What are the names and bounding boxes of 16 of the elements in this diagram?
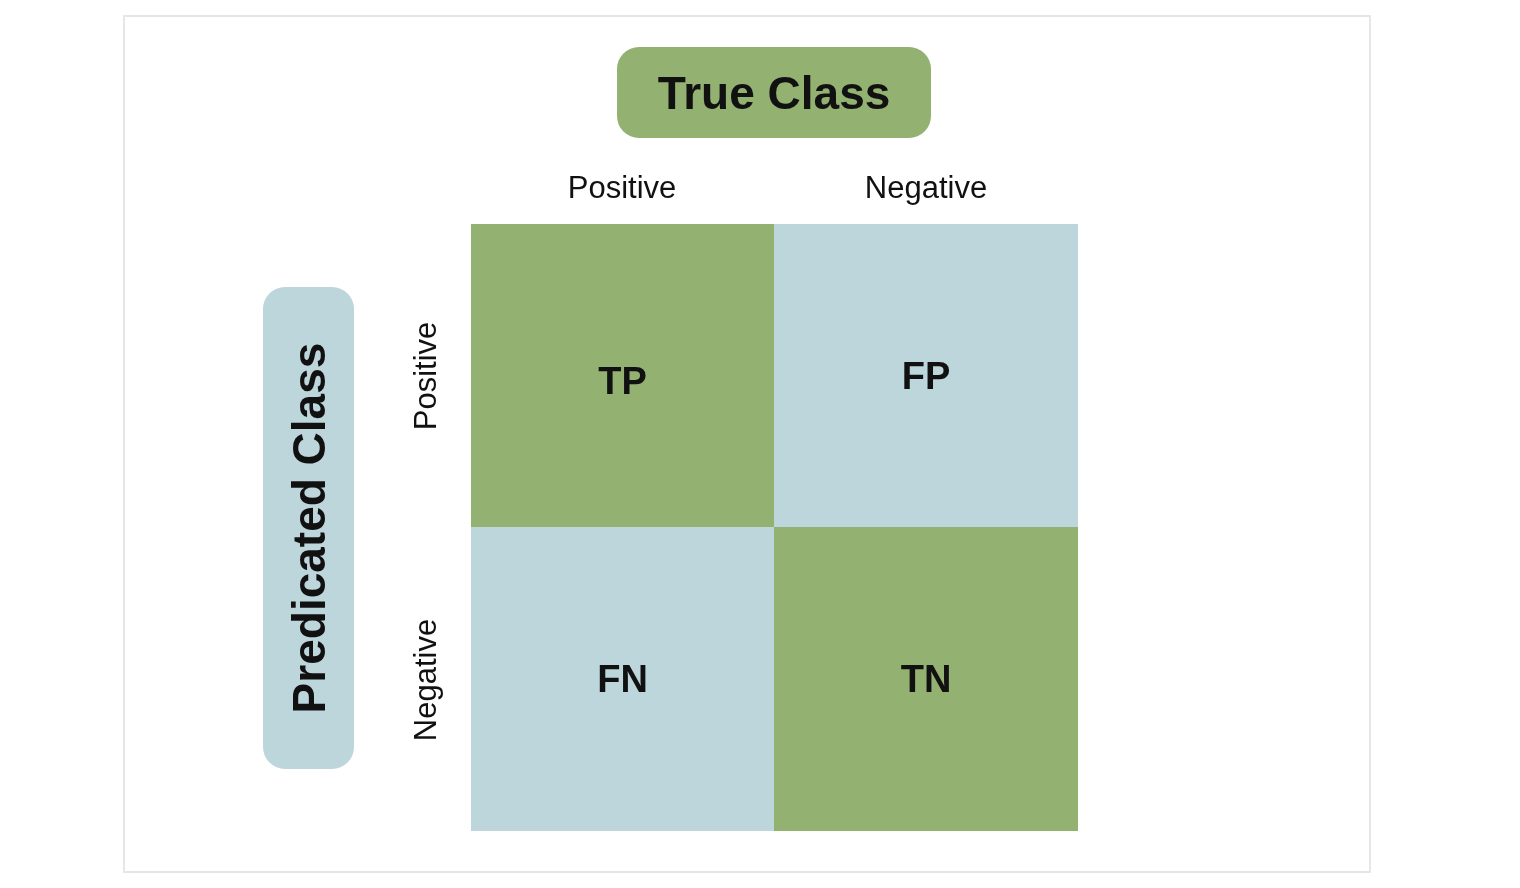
axis-label: Negative	[864, 171, 988, 203]
matrix-cell	[774, 527, 1078, 831]
axis-label: Positive	[409, 321, 441, 431]
matrix-cell	[774, 224, 1078, 527]
cell-label: TP	[598, 361, 647, 400]
axis-label: Negative	[409, 618, 441, 742]
header-label: Predicated Class	[285, 342, 332, 714]
row-header-box	[263, 287, 354, 769]
cell-label: FN	[597, 660, 648, 698]
cell-label: FP	[901, 356, 951, 395]
column-header-box	[617, 47, 931, 138]
matrix-cell	[471, 527, 774, 831]
header-label: True Class	[657, 69, 891, 116]
matrix-cell	[471, 224, 774, 527]
axis-label: Positive	[567, 171, 677, 203]
cell-label: TN	[900, 660, 952, 698]
